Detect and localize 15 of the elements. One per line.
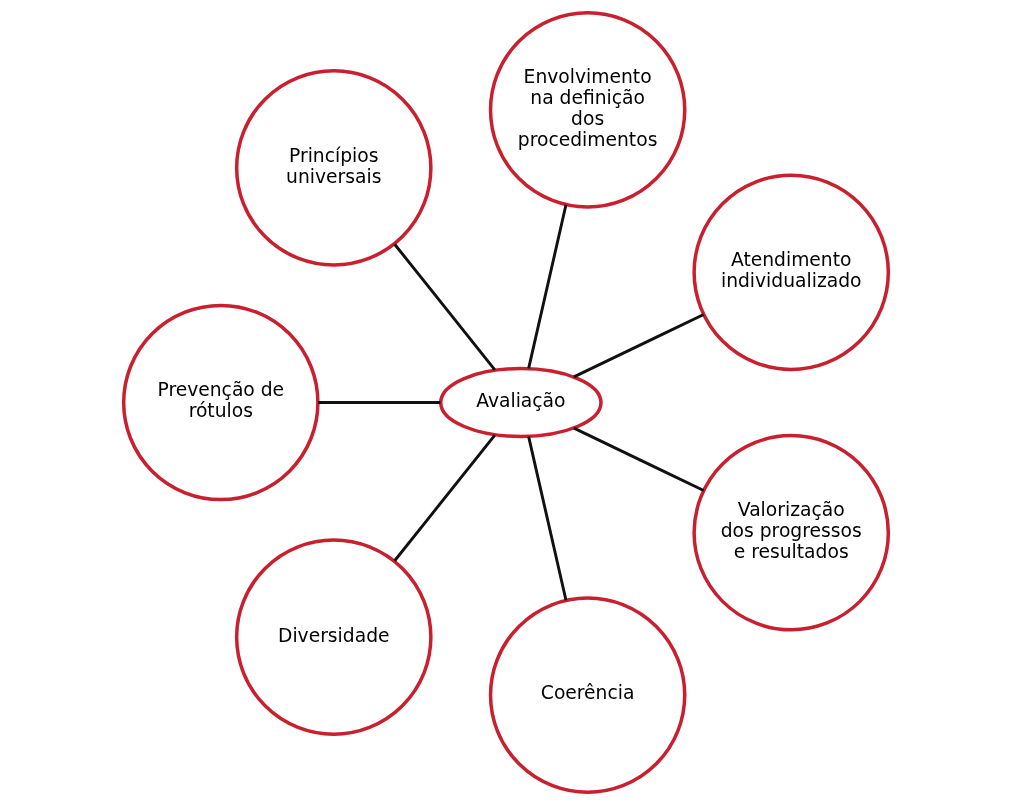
connector (573, 313, 705, 379)
node-circle: Princípios universais (234, 69, 433, 267)
connector (573, 426, 705, 492)
connector (527, 436, 568, 601)
node-circle: Diversidade (234, 538, 433, 736)
connector (527, 204, 568, 369)
node-circle: Valorização dos progressos e resultados (692, 433, 891, 632)
connector (318, 401, 441, 404)
connector (393, 243, 496, 371)
node-circle: Coerência (488, 596, 687, 794)
node-ellipse: Avaliação (438, 366, 603, 439)
node-circle: Prevenção de rótulos (121, 303, 320, 502)
node-circle: Envolvimento na definição dos procedimentos (488, 11, 687, 209)
connector (393, 434, 496, 562)
node-circle: Atendimento individualizado (692, 173, 891, 372)
